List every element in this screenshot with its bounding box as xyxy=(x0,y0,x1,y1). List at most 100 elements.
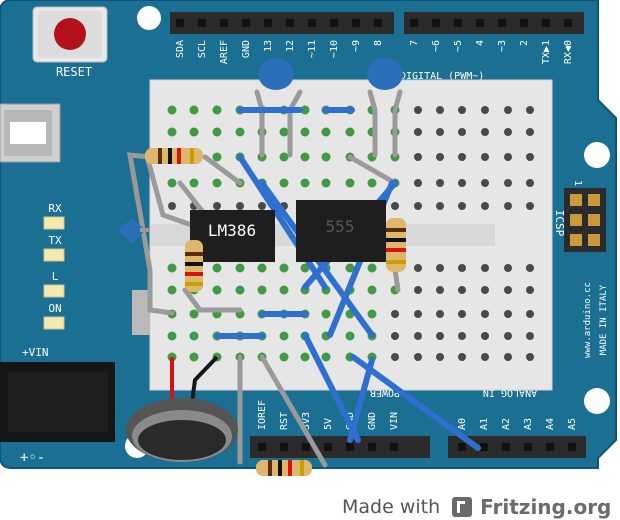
power-pin-label: VIN xyxy=(389,412,400,430)
breadboard-hole xyxy=(167,331,177,341)
breadboard-hole xyxy=(481,106,489,114)
breadboard-hole xyxy=(414,310,422,318)
breadboard-hole xyxy=(526,106,534,114)
breadboard-hole xyxy=(458,106,466,114)
led-label: RX xyxy=(48,202,62,215)
digital-label: DIGITAL (PWM~) xyxy=(400,71,484,82)
breadboard-hole xyxy=(212,178,222,188)
lm386-chip xyxy=(190,210,275,262)
header-socket xyxy=(546,443,554,451)
breadboard-hole xyxy=(504,128,512,136)
breadboard-hole xyxy=(257,263,267,273)
digital-pin-label: 13 xyxy=(263,40,274,52)
breadboard-hole xyxy=(481,310,489,318)
led-label: ON xyxy=(48,302,61,315)
lm386-label: LM386 xyxy=(208,221,256,240)
header-socket xyxy=(458,443,466,451)
analog-pin-label: A1 xyxy=(479,418,490,430)
power-pin-label: RST xyxy=(279,412,290,430)
breadboard-hole xyxy=(321,178,331,188)
header-socket xyxy=(242,19,250,27)
breadboard-hole xyxy=(236,202,244,210)
header-socket xyxy=(564,19,572,27)
breadboard-hole xyxy=(345,127,355,137)
digital-pin-label: SDA xyxy=(175,40,186,58)
breadboard-hole xyxy=(458,202,466,210)
breadboard-hole xyxy=(391,310,399,318)
breadboard-hole xyxy=(481,353,489,361)
breadboard-hole xyxy=(345,178,355,188)
breadboard-hole xyxy=(279,352,289,362)
breadboard-hole xyxy=(167,263,177,273)
breadboard-hole xyxy=(504,264,512,272)
icsp-header xyxy=(564,188,606,252)
breadboard-hole xyxy=(481,128,489,136)
breadboard-hole xyxy=(279,152,289,162)
speaker xyxy=(126,398,238,462)
header-socket xyxy=(390,443,398,451)
breadboard-hole xyxy=(504,310,512,318)
breadboard-hole xyxy=(481,202,489,210)
power-header xyxy=(250,436,430,458)
fritzing-footer: Made with Fritzing.org xyxy=(342,494,611,520)
timer-555-label: 555 xyxy=(326,217,355,236)
breadboard-hole xyxy=(504,286,512,294)
header-socket xyxy=(346,443,354,451)
header-socket xyxy=(410,19,418,27)
digital-pin-label: AREF xyxy=(219,40,230,64)
breadboard-hole xyxy=(257,285,267,295)
breadboard-hole xyxy=(504,332,512,340)
digital-pin-label: RX◀0 xyxy=(563,40,574,64)
breadboard-hole xyxy=(414,332,422,340)
breadboard-hole xyxy=(167,127,177,137)
breadboard-hole xyxy=(212,105,222,115)
breadboard-hole xyxy=(345,331,355,341)
breadboard-hole xyxy=(526,153,534,161)
breadboard-hole xyxy=(481,286,489,294)
breadboard-hole xyxy=(321,309,331,319)
status-led xyxy=(43,248,65,262)
power-pin-label: GND xyxy=(367,412,378,430)
digital-pin-label: 4 xyxy=(475,40,486,46)
header-socket xyxy=(308,19,316,27)
digital-header-right xyxy=(404,12,584,34)
digital-pin-label: TX▶1 xyxy=(541,40,552,64)
breadboard-hole xyxy=(367,309,377,319)
breadboard-hole xyxy=(189,331,199,341)
breadboard-hole xyxy=(213,202,221,210)
analog-pin-label: A5 xyxy=(567,418,578,430)
fritzing-brand: Fritzing.org xyxy=(480,495,612,519)
breadboard-hole xyxy=(279,263,289,273)
header-socket xyxy=(280,443,288,451)
resistor xyxy=(256,460,312,476)
status-led xyxy=(43,216,65,230)
breadboard-hole xyxy=(300,263,310,273)
breadboard-hole xyxy=(235,127,245,137)
breadboard-hole xyxy=(167,285,177,295)
digital-pin-label: GND xyxy=(241,40,252,58)
icsp-pin1-label: 1 xyxy=(572,180,583,186)
dc-power-jack xyxy=(0,362,115,442)
mounting-hole xyxy=(584,388,610,414)
breadboard-hole xyxy=(458,353,466,361)
breadboard-hole xyxy=(436,153,444,161)
breadboard-hole xyxy=(414,128,422,136)
made-with-text: Made with xyxy=(342,496,441,518)
breadboard-hole xyxy=(212,152,222,162)
breadboard-hole xyxy=(458,128,466,136)
breadboard-hole xyxy=(367,263,377,273)
header-socket xyxy=(374,19,382,27)
digital-pin-label: ~10 xyxy=(329,40,340,58)
digital-pin-label: ~5 xyxy=(453,40,464,52)
breadboard-hole xyxy=(167,178,177,188)
breadboard-hole xyxy=(526,264,534,272)
breadboard-hole xyxy=(189,352,199,362)
breadboard-hole xyxy=(436,128,444,136)
power-pin-label: 5V xyxy=(323,418,334,430)
breadboard-hole xyxy=(168,202,176,210)
breadboard-hole xyxy=(458,179,466,187)
reset-button[interactable] xyxy=(32,6,108,63)
header-socket xyxy=(352,19,360,27)
breadboard-hole xyxy=(391,353,399,361)
breadboard-hole xyxy=(414,353,422,361)
